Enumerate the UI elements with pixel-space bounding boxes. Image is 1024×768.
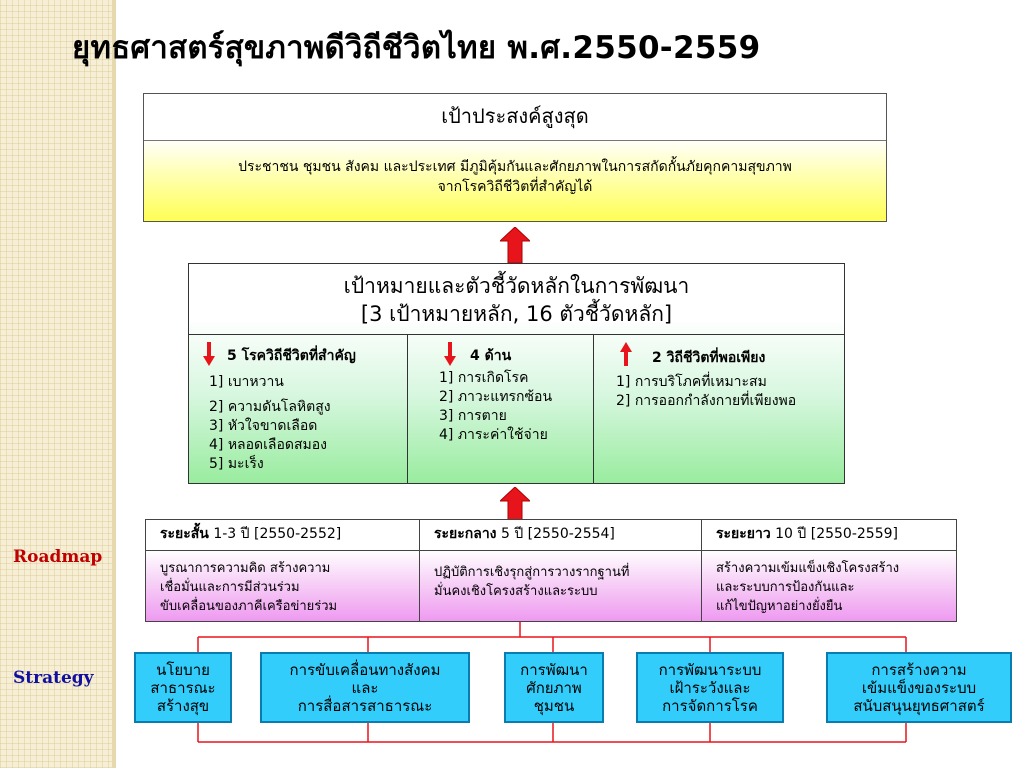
phase-line: มั่นคงเชิงโครงสร้างและระบบ [434,584,598,599]
roadmap-table: ระยะสั้น 1-3 ปี [2550-2552] บูรณาการความ… [145,519,957,622]
page-title: ยุทธศาสตร์สุขภาพดีวิถีชีวิตไทย พ.ศ.2550-… [72,30,761,66]
phase-line: แก้ไขปัญหาอย่างยั่งยืน [716,599,843,614]
strategy-line: นโยบาย [156,660,210,679]
target-column-diseases: 5 โรควิถีชีวิตที่สำคัญ 1] เบาหวาน 2] ควา… [189,335,408,483]
phase-range: 10 ปี [2550-2559] [770,526,898,542]
list-item: 4] ภาระค่าใช้จ่าย [439,427,548,443]
roadmap-phase-short: ระยะสั้น 1-3 ปี [2550-2552] บูรณาการความ… [146,520,420,621]
strategy-label: Strategy [13,668,94,688]
target-column-head: 5 โรควิถีชีวิตที่สำคัญ [227,348,356,364]
strategy-line: ศักยภาพ [526,678,582,697]
roadmap-phase-body: ปฏิบัติการเชิงรุกสู่การวางรากฐานที่ มั่น… [420,551,701,601]
target-column-list: 1] เบาหวาน 2] ความดันโลหิตสูง 3] หัวใจขา… [209,373,331,474]
phase-range: 5 ปี [2550-2554] [496,526,615,542]
phase-name: ระยะกลาง [434,526,497,542]
phase-name: ระยะยาว [716,526,771,542]
strategy-line: ชุมชน [533,696,575,715]
roadmap-phase-body: บูรณาการความคิด สร้างความ เชื่อมั่นและกา… [146,551,419,616]
phase-line: และระบบการป้องกันและ [716,580,855,595]
phase-name: ระยะสั้น [160,526,209,542]
goal-text-line: ประชาชน ชุมชน สังคม และประเทศ มีภูมิคุ้ม… [238,159,792,175]
roadmap-phase-head: ระยะยาว 10 ปี [2550-2559] [702,520,956,551]
phase-line: เชื่อมั่นและการมีส่วนร่วม [160,580,300,595]
strategy-line: และ [351,678,379,697]
strategy-line: เข้มแข็งของระบบ [861,678,977,697]
phase-range: 1-3 ปี [2550-2552] [208,526,342,542]
strategy-box-support-system: การสร้างความ เข้มแข็งของระบบ สนับสนุนยุท… [826,652,1012,723]
decorative-side-stripe [0,0,116,768]
goal-box: เป้าประสงค์สูงสุด ประชาชน ชุมชน สังคม แล… [143,93,887,222]
phase-line: บูรณาการความคิด สร้างความ [160,561,331,576]
strategy-box-social-mobilization: การขับเคลื่อนทางสังคม และ การสื่อสารสาธา… [260,652,470,723]
roadmap-label: Roadmap [13,547,103,567]
stripe-edge [112,0,116,768]
phase-line: ปฏิบัติการเชิงรุกสู่การวางรากฐานที่ [434,565,630,580]
list-item: 1] การบริโภคที่เหมาะสม [616,374,767,390]
goal-heading: เป้าประสงค์สูงสุด [144,94,886,141]
strategy-line: การสร้างความ [871,660,967,679]
down-arrow-icon [444,342,456,366]
strategy-line: การพัฒนาระบบ [658,660,762,679]
target-column-head: 4 ด้าน [470,348,512,364]
target-column-head: 2 วิถีชีวิตที่พอเพียง [652,350,766,366]
strategy-line: การสื่อสารสาธารณะ [297,696,433,715]
down-arrow-icon [203,342,215,366]
list-item: 2] ภาวะแทรกซ้อน [439,389,553,405]
up-arrow-icon [500,487,530,523]
list-item: 2] ความดันโลหิตสูง [209,399,331,415]
strategy-line: การขับเคลื่อนทางสังคม [289,660,441,679]
strategy-line: สาธารณะ [150,678,216,697]
target-column-lifestyle: 2 วิถีชีวิตที่พอเพียง 1] การบริโภคที่เหม… [594,335,844,483]
list-item: 5] มะเร็ง [209,456,264,472]
list-item: 3] หัวใจขาดเลือด [209,418,318,434]
roadmap-phase-body: สร้างความเข้มแข็งเชิงโครงสร้าง และระบบกา… [702,551,956,616]
list-item: 1] การเกิดโรค [439,370,529,386]
roadmap-phase-medium: ระยะกลาง 5 ปี [2550-2554] ปฏิบัติการเชิง… [420,520,702,621]
strategy-line: เฝ้าระวังและ [669,678,751,697]
target-column-list: 1] การบริโภคที่เหมาะสม 2] การออกกำลังกาย… [616,373,796,411]
strategy-box-public-policy: นโยบาย สาธารณะ สร้างสุข [134,652,232,723]
strategy-line: การพัฒนา [520,660,588,679]
target-column-list: 1] การเกิดโรค 2] ภาวะแทรกซ้อน 3] การตาย … [439,369,552,445]
targets-columns: 5 โรควิถีชีวิตที่สำคัญ 1] เบาหวาน 2] ควา… [189,335,844,483]
up-arrow-icon [620,342,632,366]
list-item: 1] เบาหวาน [209,374,284,390]
strategy-box-surveillance: การพัฒนาระบบ เฝ้าระวังและ การจัดการโรค [636,652,784,723]
list-item: 3] การตาย [439,408,507,424]
strategy-line: การจัดการโรค [662,696,758,715]
roadmap-phase-head: ระยะกลาง 5 ปี [2550-2554] [420,520,701,551]
targets-box: เป้าหมายและตัวชี้วัดหลักในการพัฒนา [3 เป… [188,263,845,484]
strategy-box-community: การพัฒนา ศักยภาพ ชุมชน [504,652,604,723]
strategy-line: สนับสนุนยุทธศาสตร์ [853,696,985,715]
list-item: 4] หลอดเลือดสมอง [209,437,328,453]
target-column-aspects: 4 ด้าน 1] การเกิดโรค 2] ภาวะแทรกซ้อน 3] … [408,335,594,483]
goal-text: ประชาชน ชุมชน สังคม และประเทศ มีภูมิคุ้ม… [144,141,886,197]
roadmap-phase-head: ระยะสั้น 1-3 ปี [2550-2552] [146,520,419,551]
strategy-line: สร้างสุข [156,696,210,715]
up-arrow-icon [500,227,530,263]
targets-heading-line: เป้าหมายและตัวชี้วัดหลักในการพัฒนา [343,274,690,298]
targets-heading-subline: [3 เป้าหมายหลัก, 16 ตัวชี้วัดหลัก] [360,302,673,326]
list-item: 2] การออกกำลังกายที่เพียงพอ [616,393,797,409]
phase-line: ขับเคลื่อนของภาคีเครือข่ายร่วม [160,599,338,614]
goal-text-line: จากโรควิถีชีวิตที่สำคัญได้ [437,179,593,195]
phase-line: สร้างความเข้มแข็งเชิงโครงสร้าง [716,561,900,576]
roadmap-phase-long: ระยะยาว 10 ปี [2550-2559] สร้างความเข้มแ… [702,520,956,621]
targets-heading: เป้าหมายและตัวชี้วัดหลักในการพัฒนา [3 เป… [189,264,844,335]
